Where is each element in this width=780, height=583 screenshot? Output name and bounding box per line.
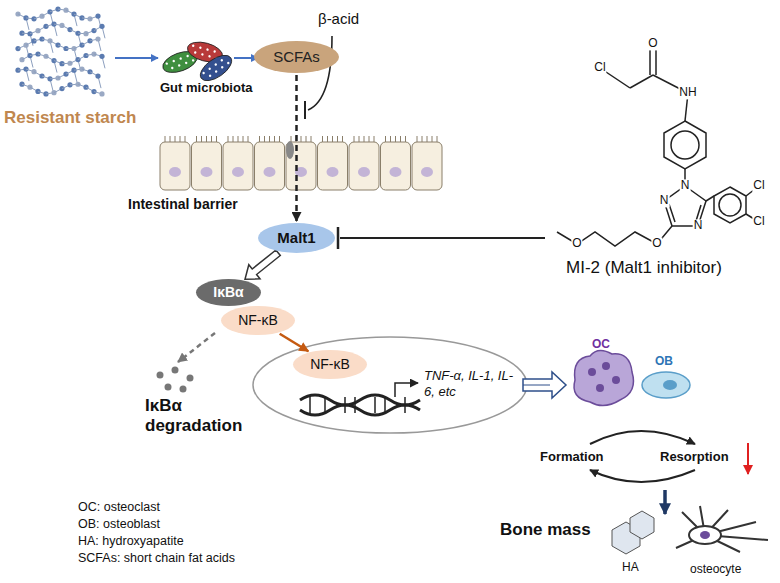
protein-ellipse: NF-κB	[221, 306, 295, 335]
legend-text: SCFAs: short chain fat acids	[78, 551, 235, 566]
gene-label: TNF-α, IL-1, IL-6, etc	[424, 368, 522, 399]
atom-symbol: N	[659, 194, 670, 207]
node-text: Malt1	[277, 229, 315, 246]
outcome-label: Bone mass	[500, 520, 591, 540]
atom-symbol: Cl	[752, 179, 765, 192]
process-label: Formation	[540, 449, 604, 465]
metabolite-ellipse: SCFAs	[254, 41, 339, 73]
node-text: NF-κB	[238, 312, 278, 328]
atom-symbol: O	[571, 237, 582, 250]
process-label: Resorption	[660, 449, 729, 465]
cell-label: osteocyte	[690, 562, 741, 576]
structure-label: Intestinal barrier	[128, 196, 238, 213]
legend-text: HA: hydroxyapatite	[78, 534, 184, 549]
cell-label: OB	[655, 354, 673, 368]
legend-text: OB: osteoblast	[78, 517, 160, 532]
atom-symbol: N	[680, 179, 691, 192]
mineral-label: HA	[622, 560, 639, 574]
atom-symbol: Cl	[593, 61, 606, 74]
hollow-arrow	[245, 250, 280, 279]
atom-symbol: Cl	[752, 215, 765, 228]
dashed-arrow	[295, 75, 298, 221]
protein-ellipse: Malt1	[258, 223, 335, 253]
protein-ellipse: NF-κB	[293, 350, 367, 379]
atom-symbol: N	[693, 219, 704, 232]
title-label: Resistant starch	[4, 108, 136, 128]
node-text: NF-κB	[310, 356, 350, 372]
atom-symbol: O	[647, 37, 658, 50]
organism-label: Gut microbiota	[160, 80, 252, 96]
process-label: IκBα degradation	[145, 396, 263, 437]
atom-symbol: O	[651, 237, 662, 250]
node-text: IκBα	[213, 284, 243, 300]
legend-text: OC: osteoclast	[78, 500, 160, 515]
activation-arrow	[280, 334, 309, 352]
compound-label: β-acid	[318, 10, 359, 28]
node-text: SCFAs	[273, 48, 320, 65]
atom-symbol: NH	[678, 86, 697, 99]
protein-ellipse: IκBα	[196, 279, 261, 306]
compound-label: MI-2 (Malt1 inhibitor)	[566, 258, 722, 278]
cell-label: OC	[592, 337, 610, 351]
